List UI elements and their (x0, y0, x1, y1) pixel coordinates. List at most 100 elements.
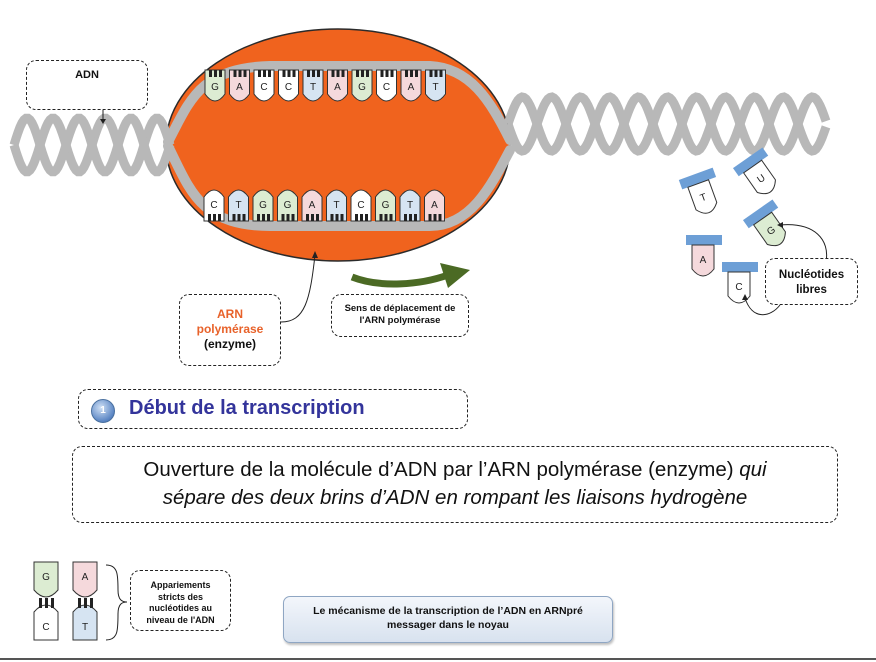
free-nucleotide: G (742, 199, 786, 247)
caption-box: Le mécanisme de la transcription de l’AD… (283, 596, 613, 643)
step-number-badge: 1 (91, 399, 115, 423)
pair-connector (90, 598, 93, 608)
top-strand-base-letter: G (211, 82, 219, 93)
free-nucleotide-connector (686, 235, 722, 245)
bottom-strand-connector (384, 214, 388, 221)
bottom-strand-connector (335, 214, 339, 221)
pair-connector (45, 598, 48, 608)
nuc-pointer-arrow-top-icon (777, 222, 783, 228)
bottom-strand-base-letter: A (309, 200, 316, 211)
top-strand-connector (361, 70, 364, 77)
bottom-strand-base (350, 189, 372, 222)
top-strand-base-letter: C (285, 82, 292, 93)
free-nucleotide-base (742, 159, 776, 195)
pair-connector (51, 598, 54, 608)
free-nucleotide-connector (732, 147, 769, 177)
bottom-strand-connector (316, 214, 319, 221)
top-strand-connector (233, 70, 237, 77)
bottom-strand-connector (281, 214, 285, 221)
free-nucleotide-letter: C (735, 282, 742, 293)
top-strand-connector (336, 70, 340, 77)
bottom-strand-base-letter: T (235, 200, 241, 211)
nuc-label-line2: libres (796, 284, 827, 296)
arn-pointer-line (280, 254, 316, 323)
dna-double-helix-right (503, 92, 831, 156)
bottom-strand-connector (365, 214, 368, 221)
bottom-strand-connector (404, 214, 407, 221)
top-strand-connector (317, 70, 320, 77)
direction-label-box: Sens de déplacement de l'ARN polymérase (331, 294, 469, 337)
top-strand-connector (268, 70, 271, 77)
top-strand-base (204, 69, 226, 102)
adn-pointer-arrow-icon (100, 119, 106, 124)
top-strand-connector (307, 70, 310, 77)
top-strand-base (253, 69, 275, 102)
pairing-label-box: Appariements stricts des nucléotides au … (130, 570, 231, 631)
top-strand-connector (331, 70, 335, 77)
top-strand-base-letter: C (383, 82, 390, 93)
bottom-strand-base (424, 189, 445, 222)
top-strand-connector (429, 70, 433, 77)
pair-connector (78, 598, 81, 608)
caption-line2: messager dans le noyau (387, 619, 509, 631)
top-strand-connector (263, 70, 266, 77)
nuc-label-line1: Nucléotides (778, 269, 845, 281)
pairing-brace (105, 564, 128, 641)
arn-label-line1: ARN (217, 307, 243, 321)
top-strand-connector (385, 70, 389, 77)
arn-polymerase-label-box: ARN polymérase (enzyme) (179, 294, 281, 366)
bottom-strand-base-letter: C (357, 200, 364, 211)
bottom-strand-connector (428, 214, 432, 221)
nuc-pointer-line-bottom (744, 297, 781, 316)
description-line2: sépare des deux brins d’ADN en rompant l… (73, 484, 837, 512)
bottom-divider (0, 658, 876, 660)
bottom-strand-base (399, 189, 421, 222)
bottom-strand-base-letter: T (333, 200, 339, 211)
nuc-pointer-line-top (779, 224, 828, 263)
bottom-strand-connector (409, 214, 412, 221)
top-strand-connector (356, 70, 359, 77)
bottom-strand-base-letter: A (431, 200, 438, 211)
top-strand-connector (209, 70, 212, 77)
bottom-strand-connector (237, 214, 241, 221)
free-nucleotide-letter: A (700, 255, 707, 266)
free-nucleotide: C (722, 262, 758, 304)
movement-direction-arrow (350, 271, 450, 288)
bottom-strand-base (277, 189, 298, 222)
dna-strand-bottom-open (163, 141, 515, 231)
top-strand-connector (238, 70, 242, 77)
top-strand-base (302, 69, 324, 102)
bottom-strand-connector (438, 214, 442, 221)
bottom-strand-connector (213, 214, 216, 221)
dna-double-helix-left (9, 113, 175, 177)
top-strand-base-letter: T (310, 82, 316, 93)
nuc-pointer-arrow-bottom-icon (742, 294, 748, 300)
pairing-label-line4: niveau de l'ADN (146, 614, 215, 625)
bottom-strand-connector (267, 214, 270, 221)
bottom-strand-connector (340, 214, 344, 221)
bottom-strand-connector (311, 214, 314, 221)
top-strand-connector (415, 70, 418, 77)
bottom-strand-base (203, 189, 225, 222)
description-line2-italic: sépare des deux brins d’ADN en rompant l… (162, 486, 748, 509)
bottom-strand-connector (330, 214, 334, 221)
free-nucleotide-letter: T (699, 192, 709, 204)
helix-strand-a (503, 92, 831, 156)
pair-connector (39, 598, 42, 608)
bottom-strand-connector (414, 214, 417, 221)
bottom-strand-connector (389, 214, 393, 221)
top-strand-connector (243, 70, 247, 77)
bottom-strand-connector (208, 214, 211, 221)
top-strand-base-letter: A (408, 82, 415, 93)
top-strand-connector (282, 70, 286, 77)
top-strand-base-letter: T (432, 82, 438, 93)
pair-top-base (72, 561, 98, 598)
bottom-strand-base-letter: G (284, 200, 292, 211)
helix-strand-b (503, 92, 831, 156)
pair-top-base (33, 561, 59, 598)
bottom-strand-connector (262, 214, 265, 221)
pair-top-letter: A (82, 572, 89, 583)
